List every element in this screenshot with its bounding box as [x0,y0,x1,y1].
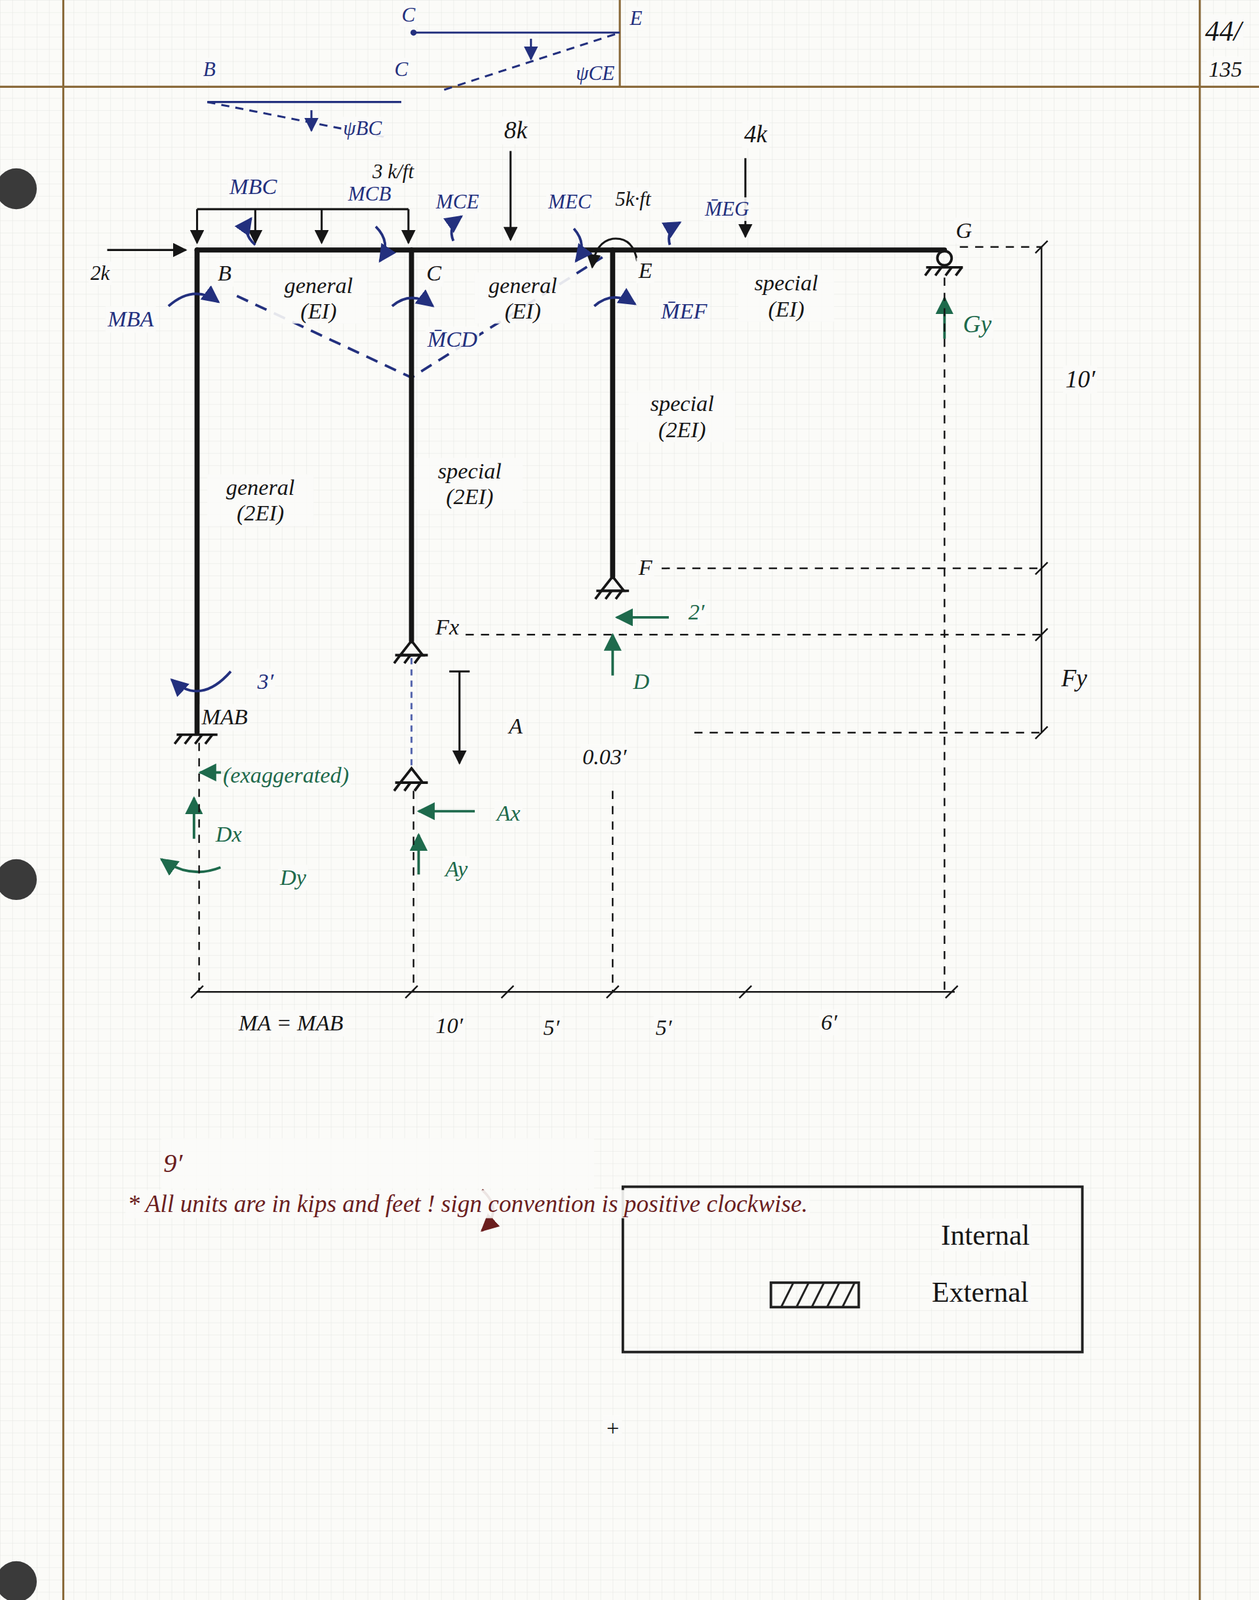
annotation-label: special (2EI) [628,390,736,443]
annotation-label: 10′ [433,1013,465,1039]
annotation-label: E [636,257,655,284]
legend-text: Internal [939,1219,1033,1252]
annotation-label: MCE [434,190,482,214]
annotation-label: (exaggerated) [220,762,351,789]
annotation-label: MBA [105,306,156,333]
annotation-label: M̄CD [425,327,480,353]
annotation-label: Fy [1059,664,1089,694]
annotation-label: MAB [199,704,250,731]
annotation-label: special (EI) [738,270,835,322]
annotation-label: 2k [88,261,112,286]
annotation-label: general (EI) [270,272,367,324]
annotation-label: 3 k/ft [370,159,416,184]
annotation-label: MCB [346,182,394,206]
annotation-label: 2′ [686,599,707,625]
annotation-label: ψBC [340,116,384,141]
annotation-label: Ax [494,800,522,827]
note-text: 9′ [161,1138,595,1189]
annotation-label: 44/ [1203,14,1244,48]
annotation-label: * All units are in kips and feet ! sign … [125,1190,810,1219]
annotation-label: 135 [1206,56,1244,82]
annotation-label: MA = MAB [236,1011,345,1037]
annotation-label: D [631,668,652,695]
annotation-label: 5′ [653,1015,675,1041]
annotation-label: B [201,57,218,82]
annotation-label: 10′ [1063,365,1098,395]
annotation-label: general (2EI) [207,474,314,526]
annotation-label: + [603,1416,623,1442]
annotation-label: 0.03′ [580,744,629,770]
annotation-label: 4k [742,120,770,149]
annotation-label: MEC [546,190,594,214]
annotation-label: 3′ [255,668,277,695]
annotation-label: M̄EF [659,298,709,324]
legend-text: External [929,1276,1031,1309]
annotation-label: MBC [227,173,279,200]
annotation-label: M̄EG [702,197,751,221]
annotation-label: ψCE [573,61,617,86]
annotation-label: Ay [443,857,470,883]
annotation-label: B [215,260,234,287]
annotation-label: general (EI) [474,272,571,324]
annotation-label: G [954,217,975,244]
annotation-label: C [424,260,444,287]
annotation-label: Gy [960,310,994,340]
annotation-label: 8k [502,116,530,145]
annotation-label: special (2EI) [416,458,523,511]
annotation-label: E [628,6,645,31]
annotation-label: C [392,57,411,82]
annotation-label: 5k·ft [613,187,653,212]
annotation-label: A [506,714,525,740]
annotation-label: 6′ [819,1009,840,1036]
annotation-label: F [636,554,655,581]
annotation-label: Fx [433,615,461,641]
annotation-label: C [399,3,418,27]
annotation-label: 5′ [541,1015,562,1041]
annotation-label: Dx [213,822,244,848]
annotation-label: Dy [278,864,309,891]
